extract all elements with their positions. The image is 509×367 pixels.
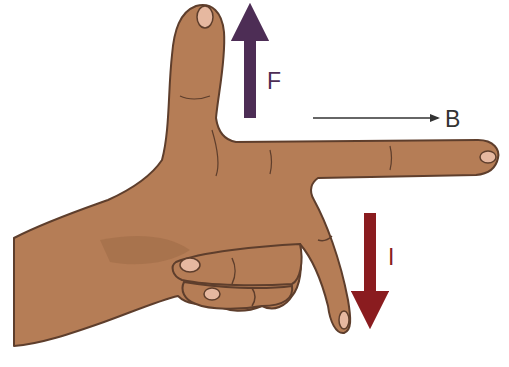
hand-outline	[14, 5, 498, 346]
ring-nail	[180, 258, 200, 272]
pinky-nail	[204, 288, 220, 300]
palm-shade	[100, 236, 190, 264]
knuckle-crease	[252, 288, 255, 306]
knuckle-crease	[270, 150, 272, 174]
vector-label: F	[267, 68, 281, 94]
middle-nail	[339, 311, 349, 329]
curled-finger	[173, 244, 302, 285]
thumb-nail	[197, 6, 213, 28]
index-nail	[480, 151, 496, 163]
current-arrow	[364, 213, 376, 310]
vector-label: I	[388, 244, 394, 270]
knuckle-crease	[212, 130, 218, 176]
knuckle-crease	[180, 96, 210, 99]
knuckle-crease	[390, 146, 392, 170]
knuckle-crease	[318, 236, 332, 241]
knuckle-crease	[232, 258, 235, 284]
vector-label: B	[445, 106, 460, 132]
force-arrow	[244, 22, 256, 118]
field-arrow	[313, 117, 438, 119]
curled-finger	[183, 282, 293, 309]
